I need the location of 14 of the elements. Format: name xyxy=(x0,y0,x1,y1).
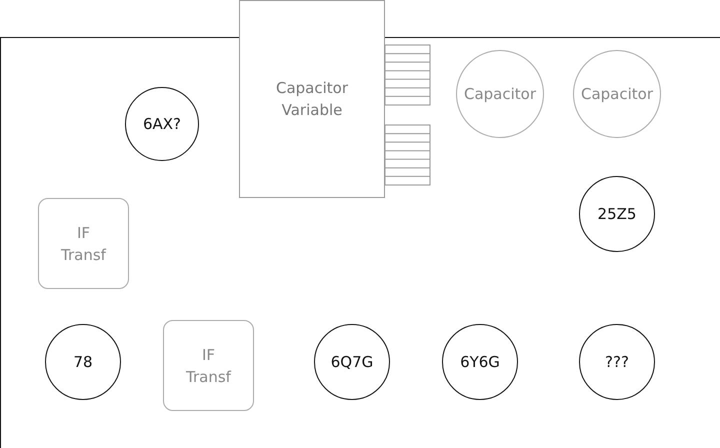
component-label: IF Transf xyxy=(185,344,232,388)
tube-label: ??? xyxy=(604,352,630,373)
tube-label: 6Y6G xyxy=(459,352,501,373)
component-label: Capacitor Variable xyxy=(274,78,350,121)
component-label: Capacitor xyxy=(462,84,538,105)
tube-label: 6Q7G xyxy=(330,352,374,373)
transformer-box xyxy=(163,320,254,411)
transformer-box xyxy=(38,198,129,289)
tube-label: 25Z5 xyxy=(596,204,638,225)
tube-label: 6AX? xyxy=(142,114,182,135)
component-label: IF Transf xyxy=(60,222,108,266)
component-label: Capacitor xyxy=(580,84,654,105)
tube-label: 78 xyxy=(72,352,94,373)
variable-capacitor-box xyxy=(239,0,385,198)
